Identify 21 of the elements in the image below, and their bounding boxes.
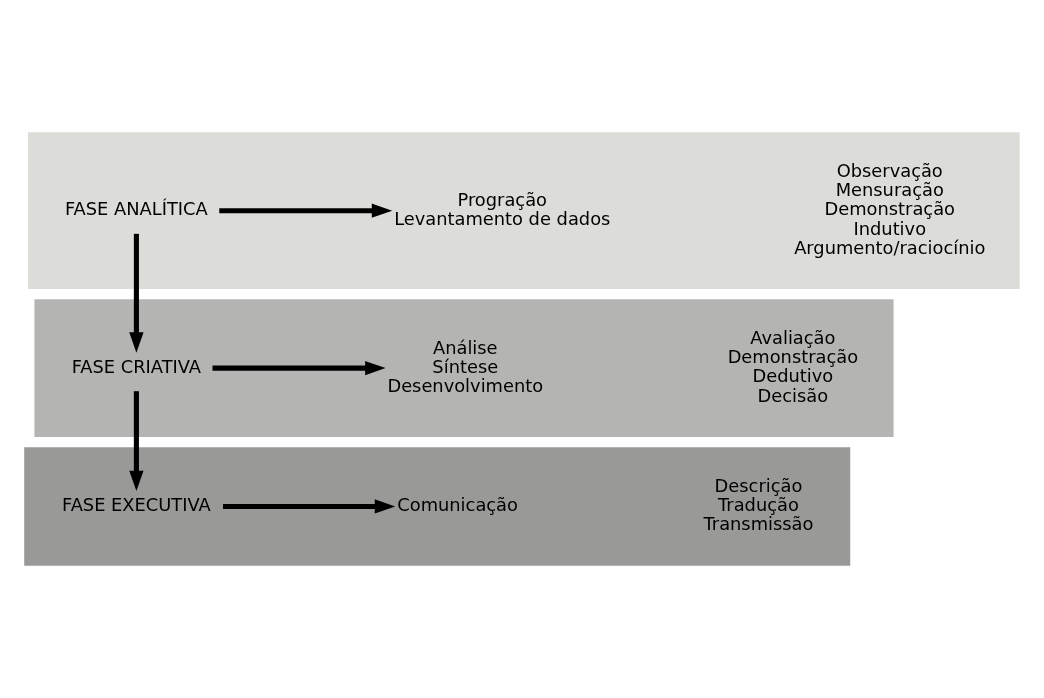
label: Tradução	[718, 494, 799, 516]
arrow	[222, 499, 396, 514]
label: Avaliação	[750, 327, 836, 349]
arrow	[219, 203, 393, 218]
node-text: Análise Síntese Desenvolvimento	[387, 336, 544, 396]
arrow	[212, 360, 386, 376]
node-text: FASE EXECUTIVA	[62, 494, 211, 516]
label: Argumento/raciocínio	[794, 236, 986, 258]
arrow	[129, 391, 144, 492]
node-text: Progração Levantamento de dados	[394, 188, 611, 229]
label: Descrição	[714, 475, 803, 497]
label: Observação	[836, 160, 943, 182]
node-text: Comunicação	[397, 494, 518, 516]
label: Indutivo	[853, 217, 927, 239]
cluster	[24, 447, 851, 566]
cluster	[34, 299, 894, 437]
arrow	[129, 233, 144, 353]
node-text: FASE CRIATIVA	[71, 355, 202, 377]
label: Decisão	[757, 384, 829, 406]
node-text: FASE ANALÍTICA	[65, 198, 208, 220]
cluster	[28, 132, 1020, 290]
